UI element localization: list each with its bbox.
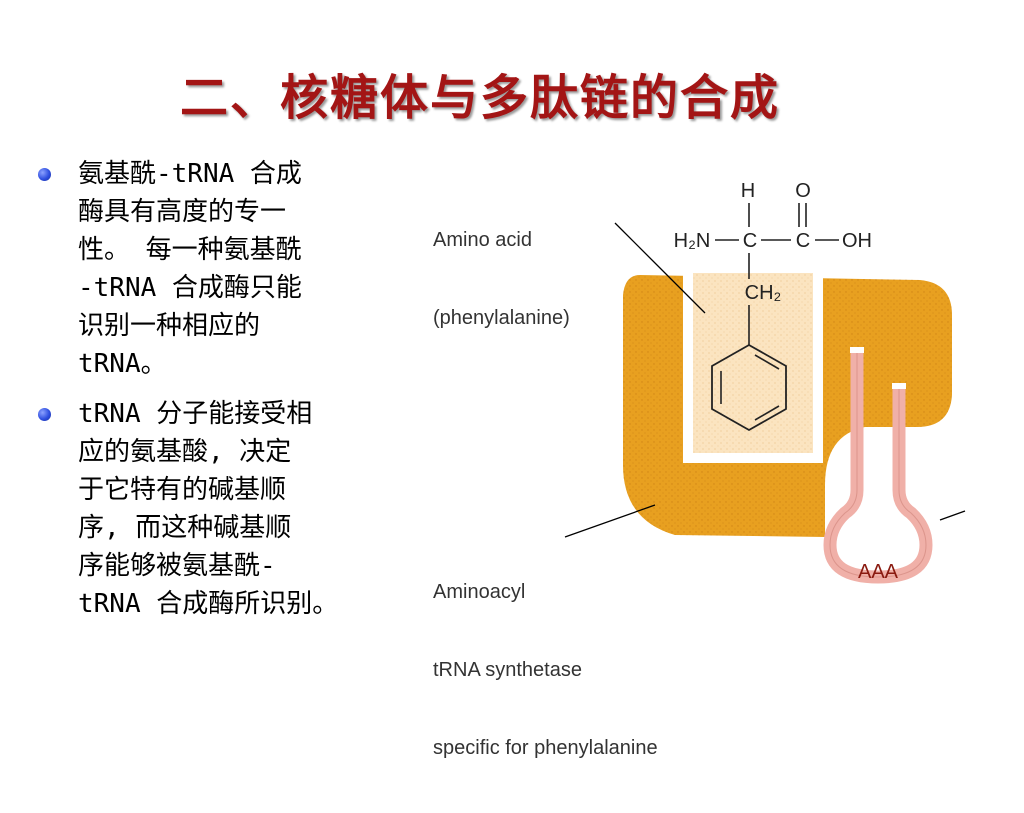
bullet-2-line: 序能够被氨基酰-	[78, 551, 276, 581]
formula-o: O	[795, 180, 811, 202]
bullet-2-line: 应的氨基酸, 决定	[78, 437, 292, 467]
synthetase-figure: AAA H O H₂N C C OH CH₂	[425, 165, 985, 759]
synthetase-pointer	[564, 504, 656, 538]
amino-acid-pointer	[614, 222, 706, 314]
bullet-1-line: 性。 每一种氨基酰	[78, 235, 302, 265]
bullet-icon	[38, 408, 51, 421]
synthetase-label-line: specific for phenylalanine	[433, 737, 658, 759]
synthetase-label-line: tRNA synthetase	[433, 659, 582, 681]
slide-title: 二、核糖体与多肽链的合成	[180, 70, 781, 126]
trna-pointer	[939, 510, 966, 521]
bullet-2-line: tRNA 合成酶所识别。	[78, 589, 339, 619]
bullet-icon	[38, 168, 51, 181]
bullet-1-line: tRNA。	[78, 349, 167, 379]
bullet-item-2: tRNA 分子能接受相 应的氨基酸, 决定 于它特有的碱基顺 序, 而这种碱基顺…	[38, 395, 428, 623]
enzyme-body	[623, 273, 952, 537]
formula-c-carboxyl: C	[796, 230, 810, 252]
bullet-1-line: 酶具有高度的专一	[78, 197, 287, 227]
formula-ch2: CH₂	[745, 282, 782, 304]
amino-acid-label-line: Amino acid	[433, 229, 532, 251]
phenylalanine-structure: H O H₂N C C OH CH₂	[674, 180, 872, 432]
bullet-item-1: 氨基酰-tRNA 合成 酶具有高度的专一 性。 每一种氨基酰 -tRNA 合成酶…	[38, 155, 428, 383]
bullet-2-line: 序, 而这种碱基顺	[78, 513, 292, 543]
synthetase-label-line: Aminoacyl	[433, 581, 526, 603]
formula-h: H	[741, 180, 755, 202]
synthetase-diagram: AAA H O H₂N C C OH CH₂	[564, 180, 966, 584]
formula-oh: OH	[842, 230, 872, 252]
amino-acid-label-line: (phenylalanine)	[433, 307, 570, 329]
formula-c-alpha: C	[743, 230, 757, 252]
bullet-2-line: 于它特有的碱基顺	[78, 475, 287, 505]
anticodon-label: AAA	[858, 561, 899, 583]
formula-h2n: H₂N	[674, 230, 711, 252]
trna-hairpin: AAA	[823, 347, 933, 584]
bullet-2-line: tRNA 分子能接受相	[78, 399, 313, 429]
synthetase-label: Aminoacyl tRNA synthetase specific for p…	[433, 527, 658, 813]
bullet-1-line: -tRNA 合成酶只能	[78, 273, 302, 303]
bullet-list: 氨基酰-tRNA 合成 酶具有高度的专一 性。 每一种氨基酰 -tRNA 合成酶…	[38, 155, 428, 635]
amino-acid-label: Amino acid (phenylalanine)	[433, 175, 570, 383]
bullet-1-line: 识别一种相应的	[78, 311, 261, 341]
bullet-1-line: 氨基酰-tRNA 合成	[78, 159, 302, 189]
